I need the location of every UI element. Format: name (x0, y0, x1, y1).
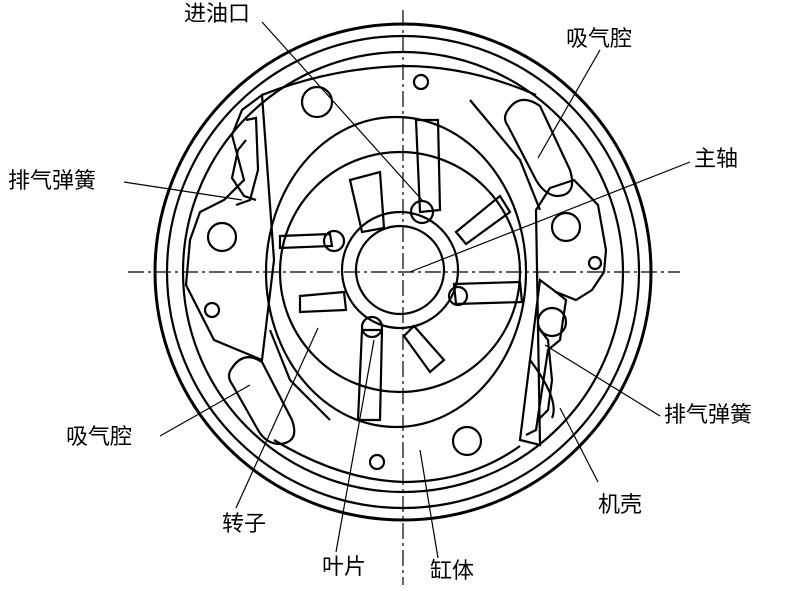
cylinder-lower-arc (273, 439, 521, 484)
suction-chambers (227, 98, 574, 446)
label-exhaust-spring-left: 排气弹簧 (8, 169, 97, 194)
cylinder-right-channel (525, 291, 568, 436)
vane-bottom (356, 328, 384, 422)
bolt-hole-5 (203, 301, 221, 319)
vane-lower-right (402, 324, 446, 374)
label-cylinder: 缸体 (430, 559, 475, 584)
leader-suction-top (537, 49, 601, 159)
cylinder-seal-ridge-bottom (268, 329, 331, 421)
leader-inlet (261, 21, 423, 201)
rotor-chamber (264, 115, 528, 429)
leader-cylinder (419, 449, 439, 559)
bolt-holes (203, 73, 603, 471)
leader-housing (559, 407, 599, 483)
leader-spring-left (123, 181, 243, 201)
exhaust-spring-right-shape (537, 329, 554, 421)
label-main-shaft: 主轴 (694, 147, 739, 172)
label-vane: 叶片 (322, 555, 367, 580)
bolt-hole-9 (587, 255, 603, 271)
vanes (278, 118, 524, 422)
rotor-hub-outer (340, 210, 460, 330)
label-inlet: 进油口 (184, 2, 251, 27)
exhaust-spring-right-inner (529, 359, 555, 419)
cylinder-left-channel (235, 116, 260, 207)
vane-slot-hole-top (409, 199, 435, 225)
leader-vane (335, 339, 375, 553)
vane-slot-hole-bottom (360, 315, 384, 339)
leader-lines (123, 21, 691, 559)
vane-left (298, 290, 348, 314)
cylinder-right-wall (518, 178, 608, 447)
label-exhaust-spring-right: 排气弹簧 (664, 403, 753, 428)
cylinder-seal-ridge-top (469, 99, 542, 211)
leader-shaft (409, 161, 691, 273)
bolt-hole-3 (550, 211, 582, 243)
label-suction-chamber-left: 吸气腔 (66, 425, 133, 450)
leader-spring-right (544, 344, 661, 417)
vane-upper-right (454, 194, 512, 246)
cylinder-body (184, 64, 608, 484)
vane-upper-left (348, 170, 386, 234)
bolt-hole-7 (451, 425, 483, 457)
vane-slot-holes (322, 199, 469, 339)
vane-slot-hole-right (447, 285, 469, 307)
vane-right (452, 280, 524, 306)
vane-top (414, 118, 442, 214)
label-housing: 机壳 (598, 493, 643, 518)
label-suction-chamber-top: 吸气腔 (566, 27, 633, 52)
bolt-hole-1 (300, 85, 334, 119)
suction-chamber-top (503, 98, 574, 198)
bolt-hole-6 (536, 306, 568, 338)
rotor-body (278, 150, 522, 394)
cylinder-left-wall (184, 92, 276, 362)
label-rotor: 转子 (222, 512, 267, 537)
suction-chamber-bottom (227, 356, 296, 446)
bolt-hole-8 (368, 453, 386, 471)
bolt-hole-4 (206, 221, 238, 253)
cylinder-upper-arc (261, 64, 537, 97)
exhaust-spring-left-shape (230, 139, 257, 202)
rotor-chamber-outline (264, 115, 528, 429)
vane-left-small (278, 232, 334, 250)
leader-rotor (235, 327, 319, 509)
bolt-hole-2 (412, 73, 430, 91)
center-lines (128, 10, 680, 585)
main-shaft (354, 224, 446, 316)
leader-suction-left (159, 384, 251, 437)
vane-slot-hole-left (322, 229, 346, 253)
exhaust-springs (230, 139, 555, 421)
